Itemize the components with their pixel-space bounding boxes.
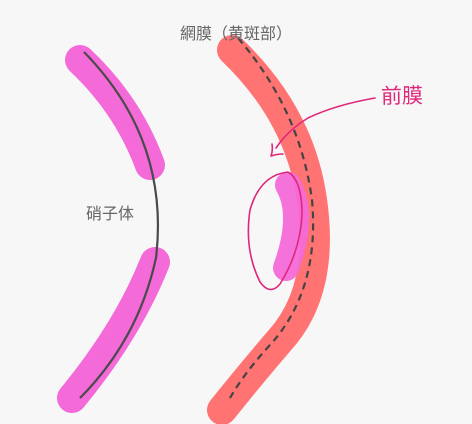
epiretinal-membrane-handwritten-label: 前膜 (380, 83, 424, 109)
vitreous-bottom-highlight (57, 247, 170, 413)
handwritten-circle (247, 171, 303, 291)
vitreous-top-highlight (65, 45, 165, 180)
retina-red-highlight (207, 35, 330, 424)
vitreous-boundary-line (79, 51, 160, 399)
membrane-pink-highlight (273, 172, 309, 281)
vitreous-label: 硝子体 (86, 204, 135, 223)
retina-dashed-line (229, 37, 315, 399)
retina-macula-label: 網膜（黄斑部） (180, 24, 293, 43)
handwritten-arrow (270, 97, 376, 157)
